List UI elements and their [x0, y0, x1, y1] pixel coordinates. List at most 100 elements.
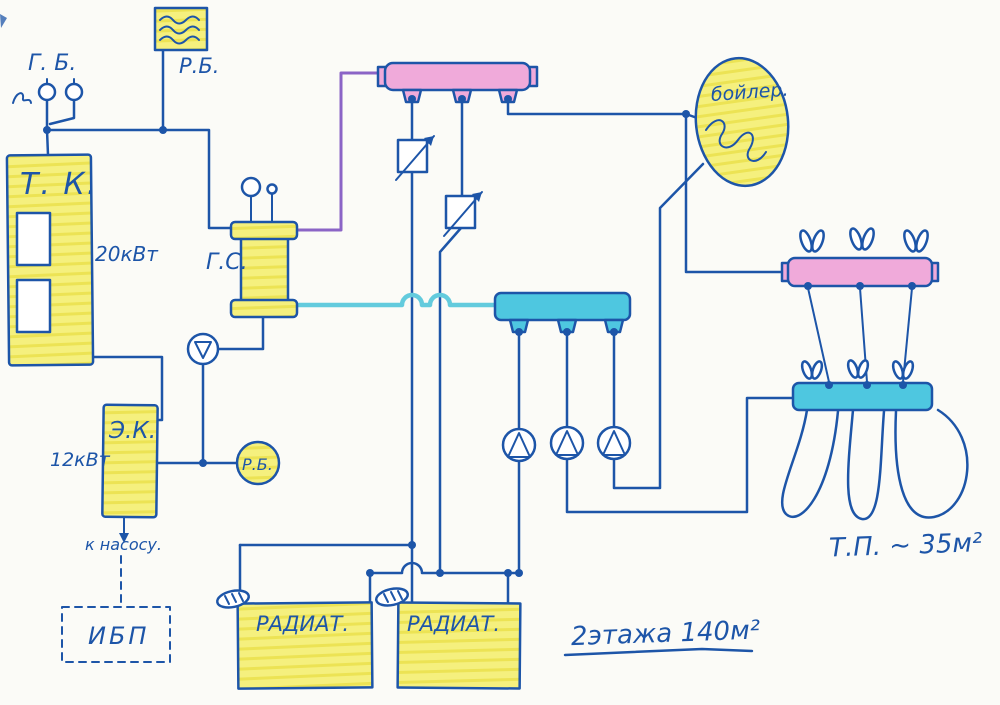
pipe-dhw-supply [506, 97, 702, 121]
gauge-icon [37, 82, 57, 102]
valve-cap-icon [901, 360, 915, 380]
radiator-left-label: РАДИАТ. [256, 612, 349, 636]
electric-boiler-power: 12кВт [50, 449, 111, 471]
valve-cap-icon [800, 360, 814, 380]
pump-icon [186, 332, 220, 366]
radiator-body [396, 601, 522, 690]
hot-water-tank-label: бойлер. [710, 79, 789, 106]
flow-meter-icon [903, 229, 917, 253]
gs-flange-top [229, 220, 299, 241]
pipes [45, 48, 969, 607]
pipe-dhw-return [612, 162, 705, 490]
floor-loop-3 [894, 408, 969, 519]
pipe-return-main-cyan [292, 292, 498, 308]
gauge-icon [64, 82, 84, 102]
ups-box [61, 606, 171, 663]
valve-arrow [395, 135, 435, 181]
valve-cap-icon [810, 360, 824, 380]
gas-inlet-unit [12, 78, 84, 104]
manifold-stub [603, 318, 625, 334]
manifold-body [791, 381, 934, 412]
flow-meter-icon [799, 229, 813, 253]
solid-fuel-boiler [5, 153, 95, 367]
manifold-stub [556, 318, 578, 334]
water-wave [159, 35, 200, 45]
pipe-separator-to-pump [216, 315, 265, 351]
expansion-tank-open [153, 6, 209, 52]
flow-meter-icon [915, 229, 929, 253]
valve-cap-icon [846, 359, 860, 379]
pump-icon [501, 427, 537, 463]
floor-loop-1 [780, 408, 840, 519]
electric-boiler [101, 403, 159, 519]
valve-cap-icon [856, 359, 870, 379]
hot-water-tank [694, 56, 790, 188]
underfloor-note: Т.П. ~ 35м² [829, 528, 983, 563]
valve-arrow [443, 191, 483, 237]
ufh-return-manifold [791, 359, 934, 412]
gs-flange-bottom [229, 298, 299, 319]
floor-loop-2 [846, 408, 886, 521]
radiator-body [236, 601, 374, 690]
manifold-body [786, 256, 934, 288]
heating-coil-icon [705, 119, 767, 162]
manifold-stub [508, 318, 530, 334]
balancing-valve-2 [443, 191, 483, 237]
expansion-tank-closed [235, 440, 281, 486]
return-manifold [493, 291, 632, 334]
valve-arrowhead [472, 192, 482, 202]
scan-mark [0, 14, 7, 28]
pump-triangle [194, 341, 212, 359]
radiator-left [216, 589, 374, 690]
pump-triangle [555, 430, 579, 456]
pump-triangle [602, 430, 626, 456]
radiator-right-label: РАДИАТ. [407, 612, 500, 636]
pipe-radiator-return [368, 561, 521, 575]
manifold-body [383, 61, 532, 92]
floors-note-underline [563, 647, 754, 657]
manifold-body [493, 291, 632, 322]
pipe-valve2-drop [438, 226, 463, 575]
gas-inlet-label: Г. Б. [28, 51, 76, 76]
balancing-valve-1 [395, 135, 435, 181]
electric-boiler-label: Э.К. [108, 418, 156, 444]
pipe-to-separator-top [161, 128, 235, 230]
flow-meter-icon [861, 227, 875, 251]
flow-meter-icon [849, 227, 863, 251]
pump-icon [596, 425, 632, 461]
pipe-gauge2-link [48, 98, 76, 126]
circuit-pumps [501, 425, 632, 463]
valve-body [444, 194, 477, 230]
pump-icon [549, 425, 585, 461]
boiler-body [694, 56, 790, 188]
expansion-closed-label: Р.Б. [242, 455, 273, 474]
vent-hatch [224, 592, 244, 605]
hydraulic-separator [229, 176, 299, 319]
to-pump-label: к насосу. [85, 535, 162, 554]
valve-caps [800, 359, 915, 380]
flow-meter-icon [811, 229, 825, 253]
rb-circle [235, 440, 281, 486]
boiler-loop-pump [186, 332, 220, 366]
flow-meters [799, 227, 929, 253]
junction-dots [43, 95, 916, 577]
tk-door-upper [15, 211, 52, 267]
air-vent-icon [266, 183, 278, 195]
water-wave [159, 25, 200, 35]
radiator-right [375, 587, 522, 690]
ek-body [101, 403, 159, 519]
pipe-ufh-supply [684, 112, 790, 274]
separator-label: Г.С. [206, 250, 248, 275]
pipe-tk-to-ek [89, 355, 164, 422]
water-wave [159, 15, 200, 25]
valve-arrowhead [424, 136, 434, 146]
tk-door-lower [15, 278, 52, 334]
pump-triangle [507, 432, 531, 458]
vent-hatch [383, 590, 403, 603]
pipe-ufh-return [565, 396, 795, 514]
gauge-stems [46, 78, 75, 85]
ups-label: ИБП [88, 622, 149, 650]
ufh-supply-manifold [780, 227, 940, 288]
